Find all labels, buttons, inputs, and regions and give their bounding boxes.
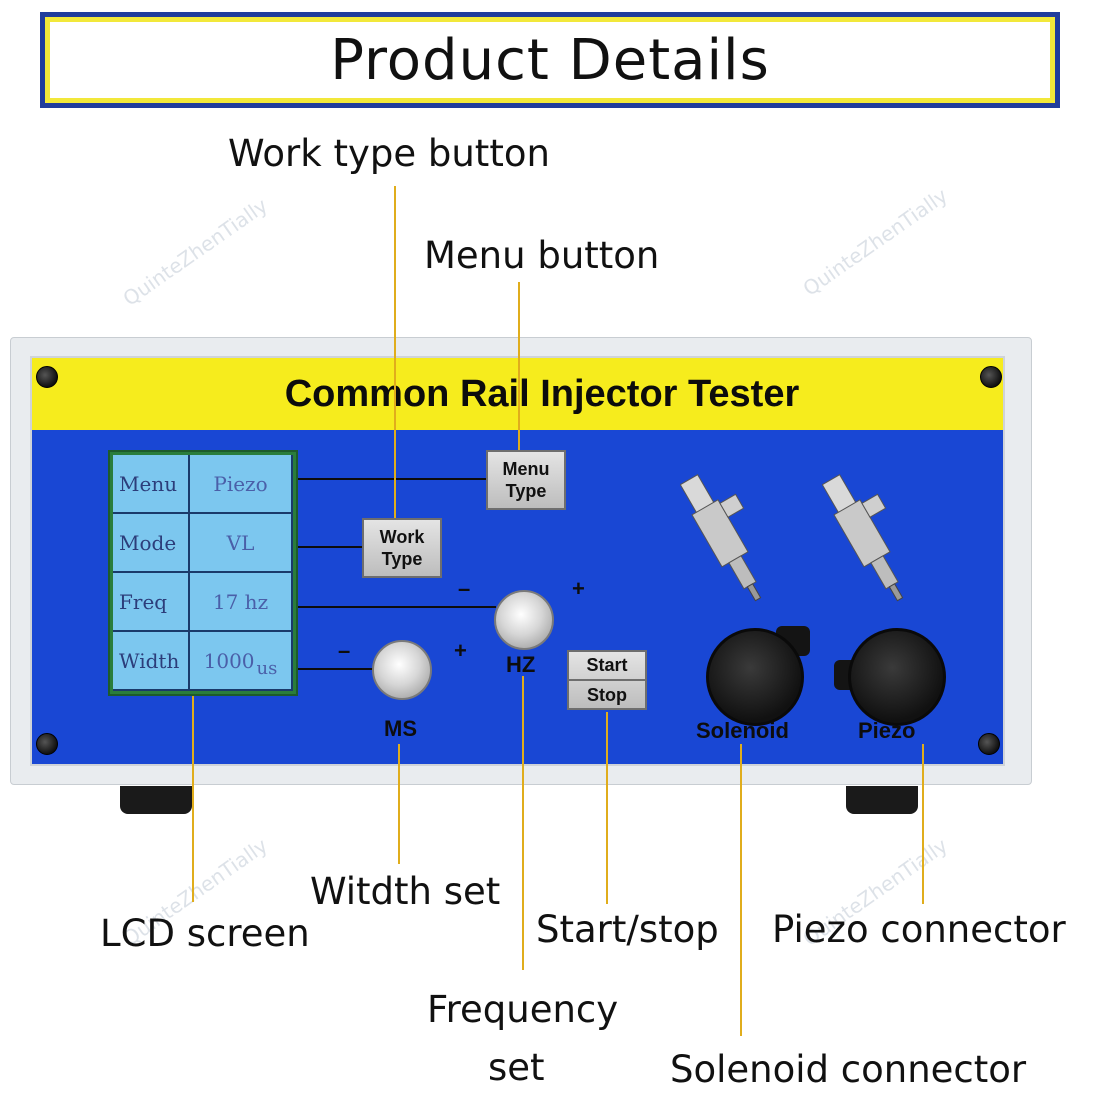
screw-icon: [980, 366, 1002, 388]
start-stop-button[interactable]: Start Stop: [567, 650, 647, 710]
ms-minus: –: [338, 638, 351, 663]
callout-piezo-connector: Piezo connector: [772, 908, 1066, 951]
button-divider: [569, 679, 645, 681]
callout-frequency: Frequency: [427, 988, 619, 1031]
work-type-label: Work: [379, 527, 425, 547]
lcd-screen: Menu Piezo Mode VL Freq 17 hz Width 1000…: [113, 455, 293, 691]
leader-line: [394, 186, 396, 518]
panel-wire: [298, 546, 364, 548]
callout-work-type: Work type button: [228, 132, 550, 175]
watermark: QuinteZhenTially: [118, 193, 272, 311]
callout-start-stop: Start/stop: [536, 908, 719, 951]
solenoid-connector[interactable]: [706, 628, 804, 726]
work-type-label: Type: [381, 549, 423, 569]
menu-type-button[interactable]: Menu Type: [486, 450, 566, 510]
lcd-unit: us: [256, 658, 278, 679]
solenoid-injector-icon: [680, 473, 762, 602]
piezo-connector[interactable]: [848, 628, 946, 726]
lcd-value: Piezo: [190, 455, 293, 514]
screw-icon: [36, 733, 58, 755]
stop-label: Stop: [587, 685, 627, 705]
lcd-value: VL: [190, 514, 293, 573]
header-inner: Product Details: [50, 22, 1050, 98]
title-strip: [32, 358, 1003, 430]
page-title: Product Details: [330, 27, 770, 93]
callout-lcd-screen: LCD screen: [100, 912, 310, 955]
leader-line: [740, 744, 742, 1036]
ms-knob[interactable]: [372, 640, 432, 700]
hz-label: HZ: [506, 652, 536, 677]
lcd-label: Freq: [113, 573, 190, 632]
menu-type-label: Type: [505, 481, 547, 501]
header-frame: Product Details: [40, 12, 1060, 108]
callout-frequency-set: set: [488, 1046, 545, 1089]
piezo-label: Piezo: [858, 718, 916, 743]
leader-line: [606, 712, 608, 904]
panel-wire: [298, 478, 488, 480]
callout-width-set: Witdth set: [310, 870, 501, 913]
watermark: QuinteZhenTially: [798, 183, 952, 301]
solenoid-label: Solenoid: [696, 718, 789, 743]
lcd-label: Menu: [113, 455, 190, 514]
hz-minus: –: [458, 576, 471, 601]
hz-knob[interactable]: [494, 590, 554, 650]
work-type-button[interactable]: Work Type: [362, 518, 442, 578]
callout-solenoid-connector: Solenoid connector: [670, 1048, 1027, 1091]
menu-type-label: Menu: [502, 459, 550, 479]
start-label: Start: [586, 655, 628, 675]
leader-line: [398, 744, 400, 864]
panel-wire: [298, 668, 374, 670]
screw-icon: [978, 733, 1000, 755]
callout-menu: Menu button: [424, 234, 660, 277]
ms-label: MS: [384, 716, 417, 741]
hz-plus: +: [572, 576, 585, 601]
lcd-label: Mode: [113, 514, 190, 573]
lcd-label: Width: [113, 632, 190, 691]
leader-line: [922, 744, 924, 904]
panel-wire: [298, 606, 496, 608]
screw-icon: [36, 366, 58, 388]
lcd-value: 1000: [203, 648, 255, 673]
device-foot: [120, 786, 192, 814]
ms-plus: +: [454, 638, 467, 663]
device-title: Common Rail Injector Tester: [284, 372, 800, 415]
device-foot: [846, 786, 918, 814]
lcd-value: 17 hz: [190, 573, 293, 632]
piezo-injector-icon: [822, 473, 904, 602]
leader-line: [518, 282, 520, 450]
leader-line: [192, 696, 194, 902]
leader-line: [522, 676, 524, 970]
